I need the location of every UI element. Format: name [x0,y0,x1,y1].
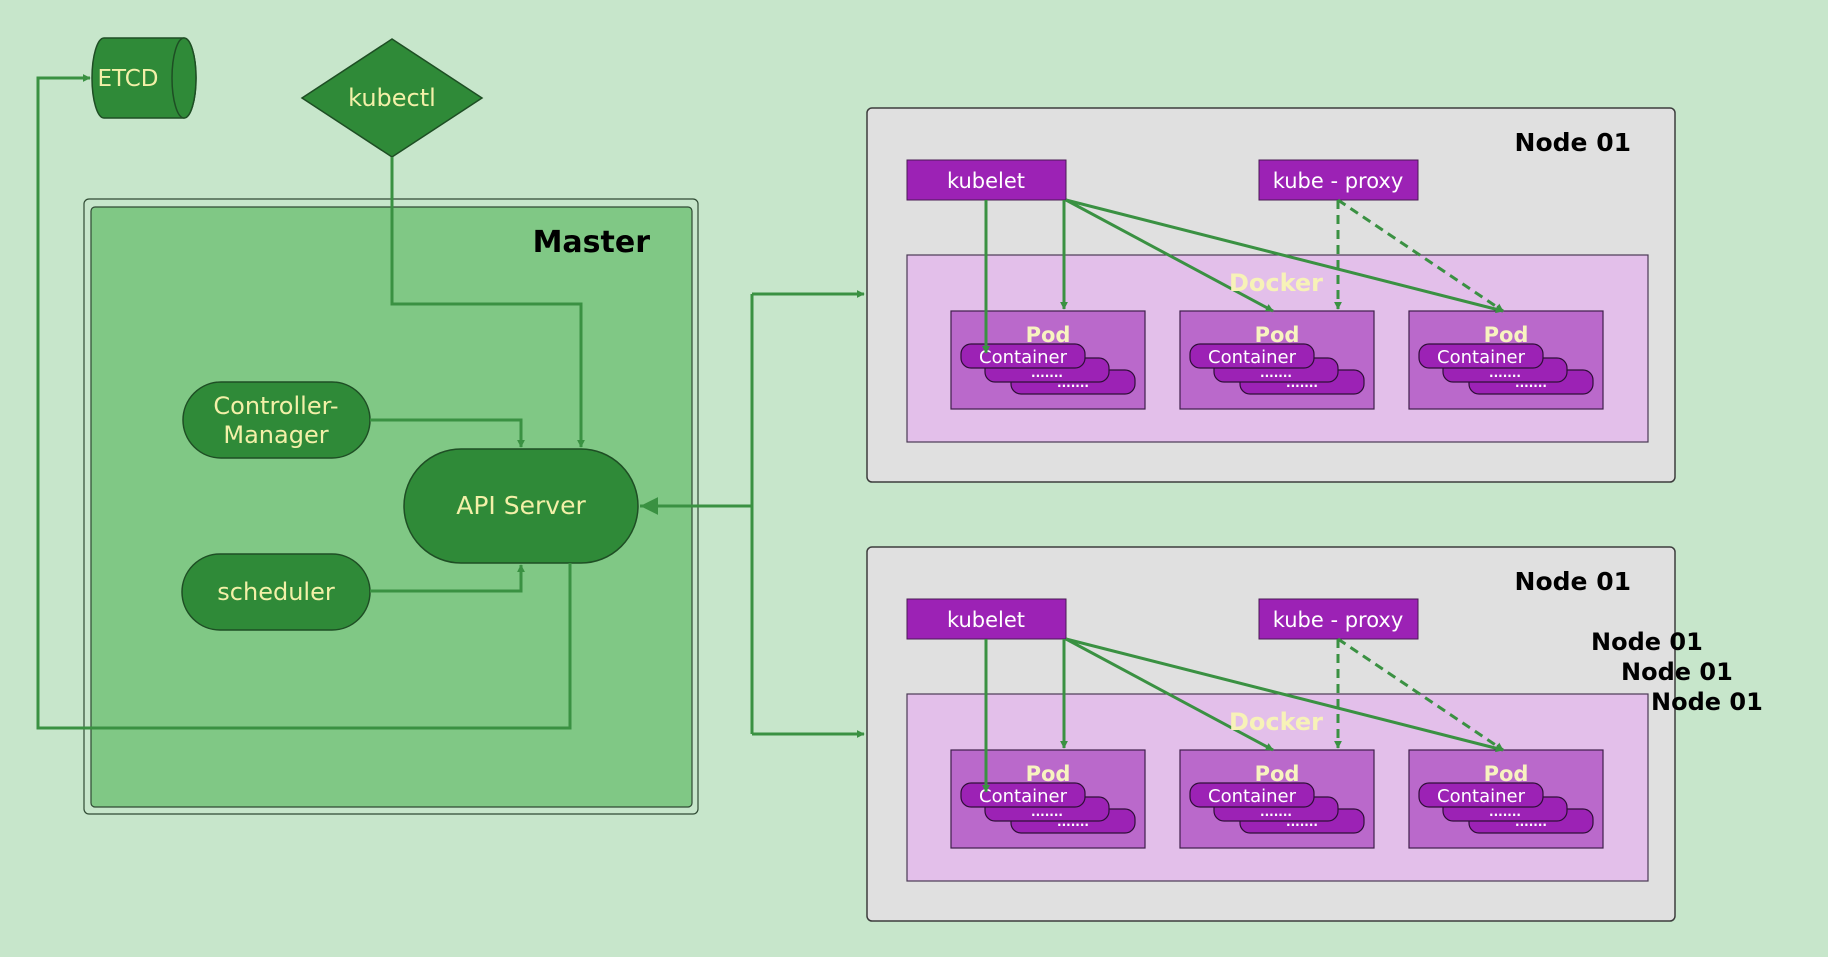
scheduler[interactable]: scheduler [181,553,371,631]
container-front [1418,343,1544,369]
container-stack-middle-dots: ....... [1260,366,1292,380]
container-front [1189,343,1315,369]
container-front [960,782,1086,808]
pod-2[interactable]: Pod..............Container [1179,310,1375,410]
stacked-node-label-1: Node 01 [1591,628,1703,656]
kubectl-client[interactable]: kubectl [300,38,484,158]
kubelet-label: kubelet [947,608,1025,632]
docker-label: Docker [1229,269,1323,297]
controller-manager-to-api-arrow [370,418,525,448]
pod-3[interactable]: Pod..............Container [1408,310,1604,410]
kubelet-to-pod3-arrow [1065,198,1504,314]
etcd-label: ETCD [97,66,158,92]
kubelet-agent[interactable]: kubelet [906,598,1067,640]
scheduler-to-api-arrow [370,564,525,593]
stacked-node-label-3: Node 01 [1651,688,1763,716]
pod-label: Pod [1484,323,1529,347]
container-stack-middle-dots: ....... [1489,366,1521,380]
container-front [960,343,1086,369]
worker-node-title: Node 01 [1515,567,1631,596]
container-front [1418,782,1544,808]
pod-label: Pod [1255,323,1300,347]
container-stack-middle-dots: ....... [1031,805,1063,819]
kubectl-to-api-arrow [390,157,585,448]
worker-node-1[interactable]: Node 01 kubelet kube - proxyPod...........… [866,107,1676,483]
worker-node-2[interactable]: Node 01 kubelet kube - proxyPod...........… [866,546,1676,922]
container-stack-middle-dots: ....... [1489,805,1521,819]
scheduler-label: scheduler [217,578,335,606]
container-label: Container [979,786,1068,807]
pod-1[interactable]: Pod..............Container [950,749,1146,849]
api-server[interactable]: API Server [403,448,639,564]
kubelet-agent[interactable]: kubelet [906,159,1067,201]
pod-2[interactable]: Pod..............Container [1179,749,1375,849]
kubelet-to-pod2-arrow [1065,637,1274,752]
controller-manager[interactable]: Controller- Manager [182,381,371,459]
container-stack-middle-dots: ....... [1031,366,1063,380]
kube-proxy-to-pod3-arrow [1337,198,1504,313]
pod-3[interactable]: Pod..............Container [1408,749,1604,849]
pod-label: Pod [1484,762,1529,786]
pod-label: Pod [1026,762,1071,786]
container-label: Container [1208,347,1297,368]
kube-proxy-label: kube - proxy [1273,169,1404,193]
container-label: Container [1208,786,1297,807]
master-connectors [36,74,865,738]
worker-node-title: Node 01 [1515,128,1631,157]
kube-proxy-to-pod3-arrow [1337,637,1504,752]
container-stack-middle-dots: ....... [1260,805,1292,819]
node-connectors [982,198,1504,354]
kube-proxy-agent[interactable]: kube - proxy [1258,598,1419,640]
controller-manager-label-line2: Manager [223,421,328,449]
controller-manager-label-line1: Controller- [213,392,338,420]
docker-label: Docker [1229,708,1323,736]
container-front [1189,782,1315,808]
kube-proxy-agent[interactable]: kube - proxy [1258,159,1419,201]
container-label: Container [1437,786,1526,807]
kubelet-to-pod2-arrow [1065,198,1274,313]
pod-1[interactable]: Pod..............Container [950,310,1146,410]
container-label: Container [1437,347,1526,368]
api-to-etcd-arrow [36,74,572,730]
master-title: Master [533,225,651,260]
stacked-node-label-2: Node 01 [1621,658,1733,686]
kubelet-label: kubelet [947,169,1025,193]
kubelet-to-pod3-arrow [1065,637,1504,753]
api-server-label: API Server [456,491,586,520]
pod-label: Pod [1255,762,1300,786]
kubectl-label: kubectl [348,84,436,112]
pod-label: Pod [1026,323,1071,347]
container-label: Container [979,347,1068,368]
node-connectors [982,637,1504,793]
etcd-database[interactable]: ETCD [91,37,197,119]
kube-proxy-label: kube - proxy [1273,608,1404,632]
